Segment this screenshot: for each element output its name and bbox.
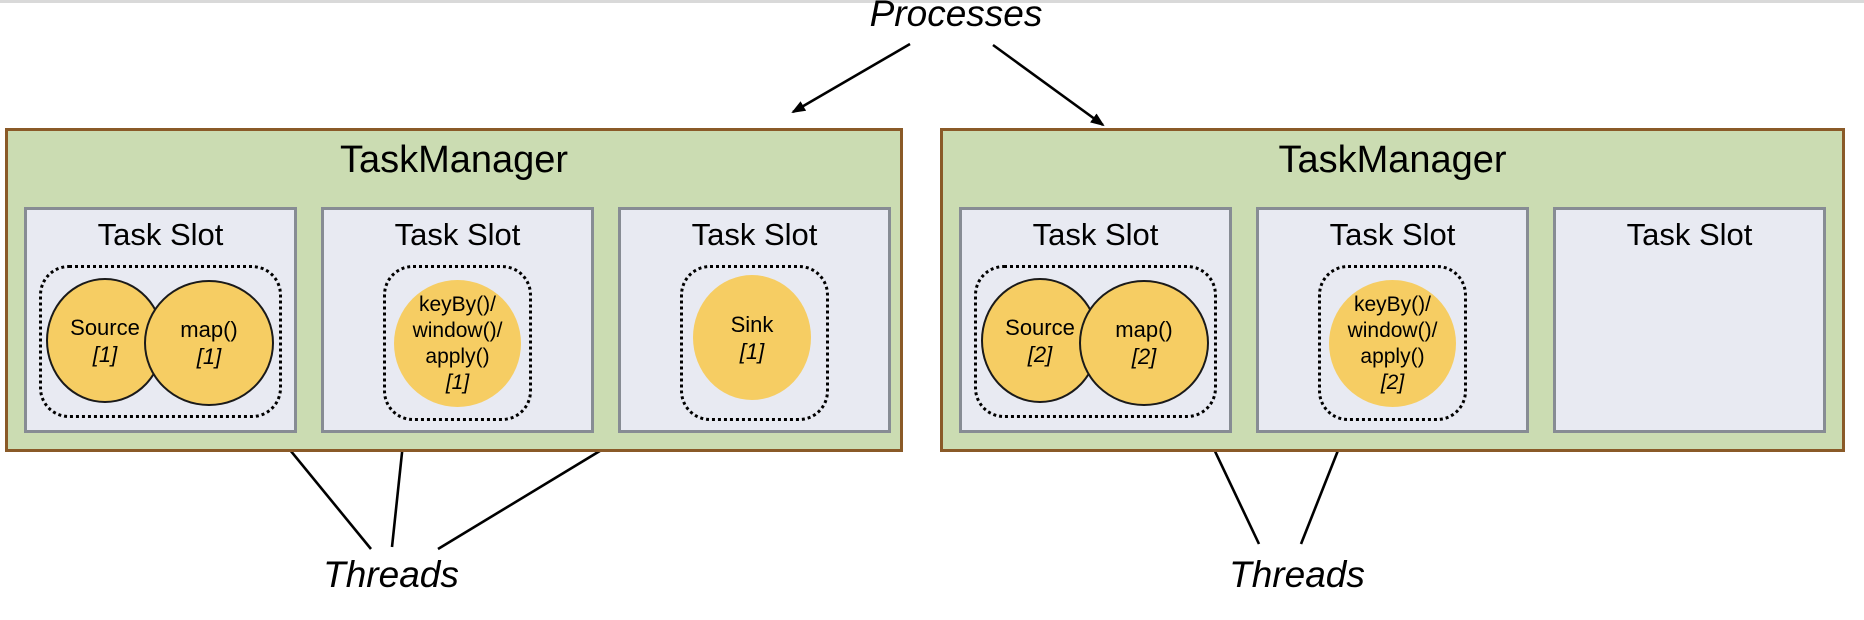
task-keyby-window-apply-1: keyBy()/ window()/ apply() [1] <box>394 280 521 407</box>
task-name-line: keyBy()/ <box>1353 292 1431 316</box>
thread-boundary-box <box>974 265 1217 418</box>
taskmanager-right-slot-2: Task Slot keyBy()/ window()/ apply() [2] <box>1256 207 1529 433</box>
task-instance: [2] <box>1131 344 1157 369</box>
threads-label-left: Threads <box>323 554 459 595</box>
task-name: Source <box>1005 314 1075 340</box>
top-edge-strip <box>0 0 1864 3</box>
task-slot-title: Task Slot <box>394 217 521 252</box>
arrow-processes-to-right-taskmanager <box>992 43 1105 127</box>
taskmanager-left-slot-2: Task Slot keyBy()/ window()/ apply() [1] <box>321 207 594 433</box>
task-slot-title: Task Slot <box>1626 217 1753 252</box>
processes-label: Processes <box>869 0 1043 34</box>
task-slot-title: Task Slot <box>691 217 818 252</box>
taskmanager-left-slot-1: Task Slot Source [1] map() [1] <box>24 207 297 433</box>
task-slot-title: Task Slot <box>1329 217 1456 252</box>
task-instance: [1] <box>739 338 765 364</box>
task-keyby-window-apply-2: keyBy()/ window()/ apply() [2] <box>1329 280 1456 407</box>
task-map-2: map() [2] <box>1079 280 1209 406</box>
thread-boundary-box <box>1318 265 1467 421</box>
task-name-line: window()/ <box>412 318 503 342</box>
thread-boundary-box <box>39 265 282 418</box>
task-name-line: apply() <box>1360 344 1425 368</box>
task-name-line: window()/ <box>1347 318 1438 342</box>
threads-label-right: Threads <box>1229 554 1365 595</box>
task-slot-title: Task Slot <box>97 217 224 252</box>
task-instance: [2] <box>1380 370 1405 394</box>
task-name: Source <box>70 314 140 340</box>
taskmanager-right-title: TaskManager <box>1278 139 1507 181</box>
taskmanager-right-slot-1: Task Slot Source [2] map() [2] <box>959 207 1232 433</box>
arrow-processes-to-left-taskmanager <box>791 42 911 114</box>
task-instance: [1] <box>445 370 470 394</box>
task-sink-1: Sink [1] <box>693 275 811 400</box>
taskmanager-right-slot-3-empty: Task Slot <box>1553 207 1826 433</box>
thread-boundary-box <box>383 265 532 421</box>
taskmanager-right: TaskManager Task Slot Source [2] map() [… <box>940 128 1845 452</box>
taskmanager-left: TaskManager Task Slot Source [1] map() [… <box>5 128 903 452</box>
task-slot-title: Task Slot <box>1032 217 1159 252</box>
task-instance: [2] <box>1027 341 1053 367</box>
task-name: Sink <box>730 311 774 337</box>
task-name-line: keyBy()/ <box>418 292 496 316</box>
thread-boundary-box <box>680 265 829 421</box>
task-name: map() <box>180 317 238 342</box>
taskmanager-left-title: TaskManager <box>339 139 569 181</box>
task-instance: [1] <box>92 341 118 367</box>
task-name-line: apply() <box>425 344 490 368</box>
task-instance: [1] <box>196 344 222 369</box>
task-map-1: map() [1] <box>144 280 274 406</box>
taskmanager-left-slot-3: Task Slot Sink [1] <box>618 207 891 433</box>
task-source-2: Source [2] <box>981 278 1099 403</box>
task-name: map() <box>1115 317 1173 342</box>
